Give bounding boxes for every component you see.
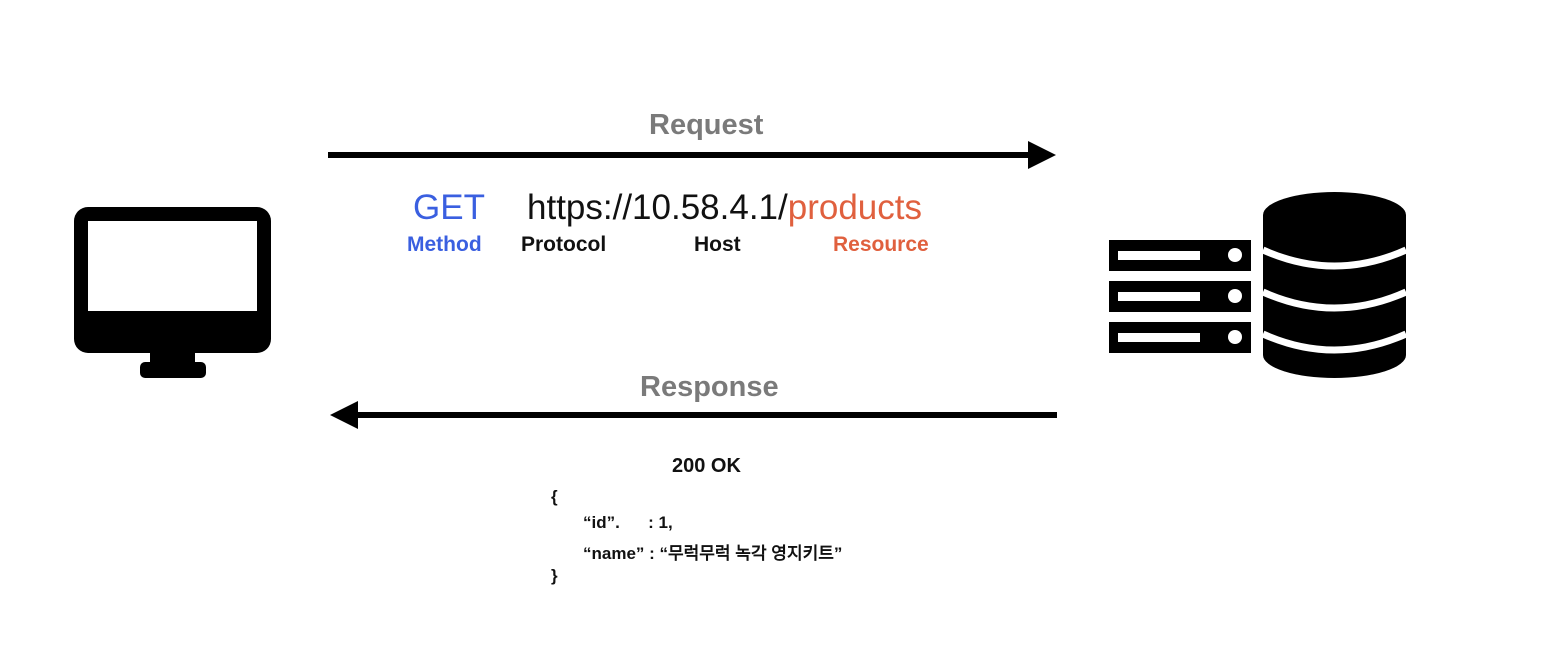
json-line: “id”. : 1, — [583, 513, 673, 532]
response-label: Response — [640, 371, 779, 403]
desktop-monitor-icon — [74, 207, 271, 378]
request-url: https://10.58.4.1/products — [527, 188, 922, 228]
request-label: Request — [649, 109, 764, 141]
json-line: “name” : “무럭무럭 녹각 영지키트” — [583, 544, 843, 563]
request-method: GET — [413, 188, 485, 227]
request-arrow — [328, 141, 1056, 169]
server-rack-icon — [1109, 240, 1251, 353]
host-caption: Host — [694, 233, 741, 256]
url-base: https://10.58.4.1/ — [527, 188, 788, 227]
json-line: { — [551, 487, 558, 506]
database-icon — [1261, 192, 1408, 378]
url-resource: products — [787, 188, 922, 227]
json-line: } — [551, 566, 558, 585]
resource-caption: Resource — [833, 233, 929, 256]
response-status: 200 OK — [672, 455, 741, 477]
response-arrow — [330, 401, 1057, 429]
protocol-caption: Protocol — [521, 233, 607, 256]
method-caption: Method — [407, 233, 482, 256]
